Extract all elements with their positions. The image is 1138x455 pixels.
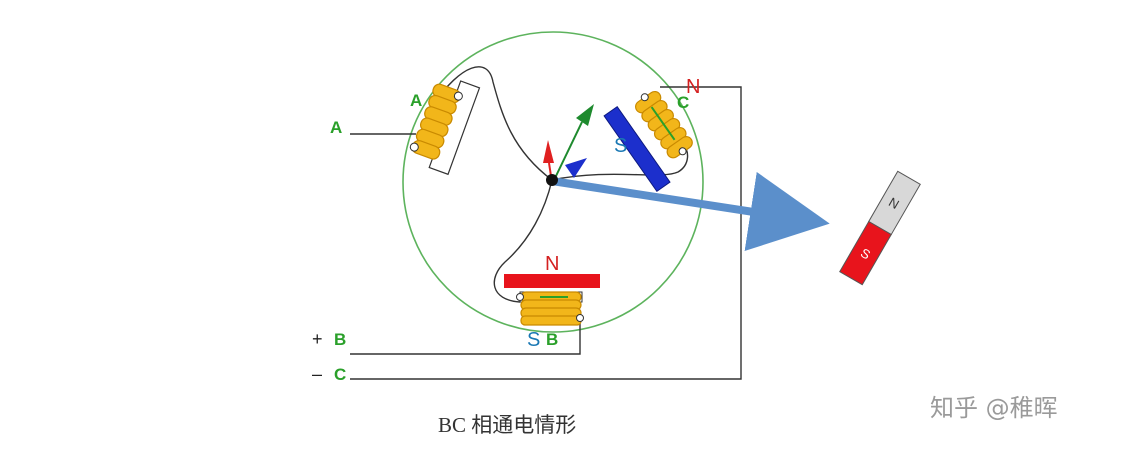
vector-red: [543, 140, 554, 163]
bar-magnet-s-half: [839, 220, 892, 286]
figure-caption: BC 相通电情形: [438, 413, 576, 437]
coil-a: [409, 80, 481, 176]
vector-blue-small: [565, 158, 587, 178]
coil-b-label: B: [546, 330, 558, 349]
coil-c-label: C: [677, 93, 689, 112]
rotor-center: [546, 174, 558, 186]
pole-c-s-label: S: [614, 135, 627, 157]
wire-a-loop: [433, 66, 553, 181]
terminal-c-sign: –: [312, 364, 322, 384]
pole-b-n-label: N: [545, 253, 559, 275]
coil-c: [603, 90, 693, 192]
pole-c-n-label: N: [686, 76, 700, 98]
terminal-c-label: C: [334, 365, 346, 384]
wire-terminal-b: [350, 318, 581, 355]
wire-b-loop: [493, 179, 553, 303]
terminal-b-sign: +: [312, 329, 323, 349]
pole-b-n-magnet: [504, 274, 600, 288]
rotor-vectors: [543, 104, 594, 178]
wire-terminal-c: [350, 86, 742, 380]
wire-c-loop: [551, 142, 689, 181]
external-wires: [350, 86, 742, 380]
coil-a-label: A: [410, 91, 422, 110]
stator-circle: [402, 31, 704, 333]
terminal-a-label: A: [330, 118, 342, 137]
coil-b: [504, 274, 600, 326]
vector-green: [576, 104, 594, 126]
bar-magnet: N S: [839, 170, 921, 286]
resultant-arrow: [551, 171, 830, 252]
terminal-b-label: B: [334, 330, 346, 349]
pole-c-s-magnet: [603, 106, 671, 192]
watermark: 知乎 @稚晖: [930, 394, 1058, 422]
pole-b-s-label: S: [527, 329, 540, 351]
